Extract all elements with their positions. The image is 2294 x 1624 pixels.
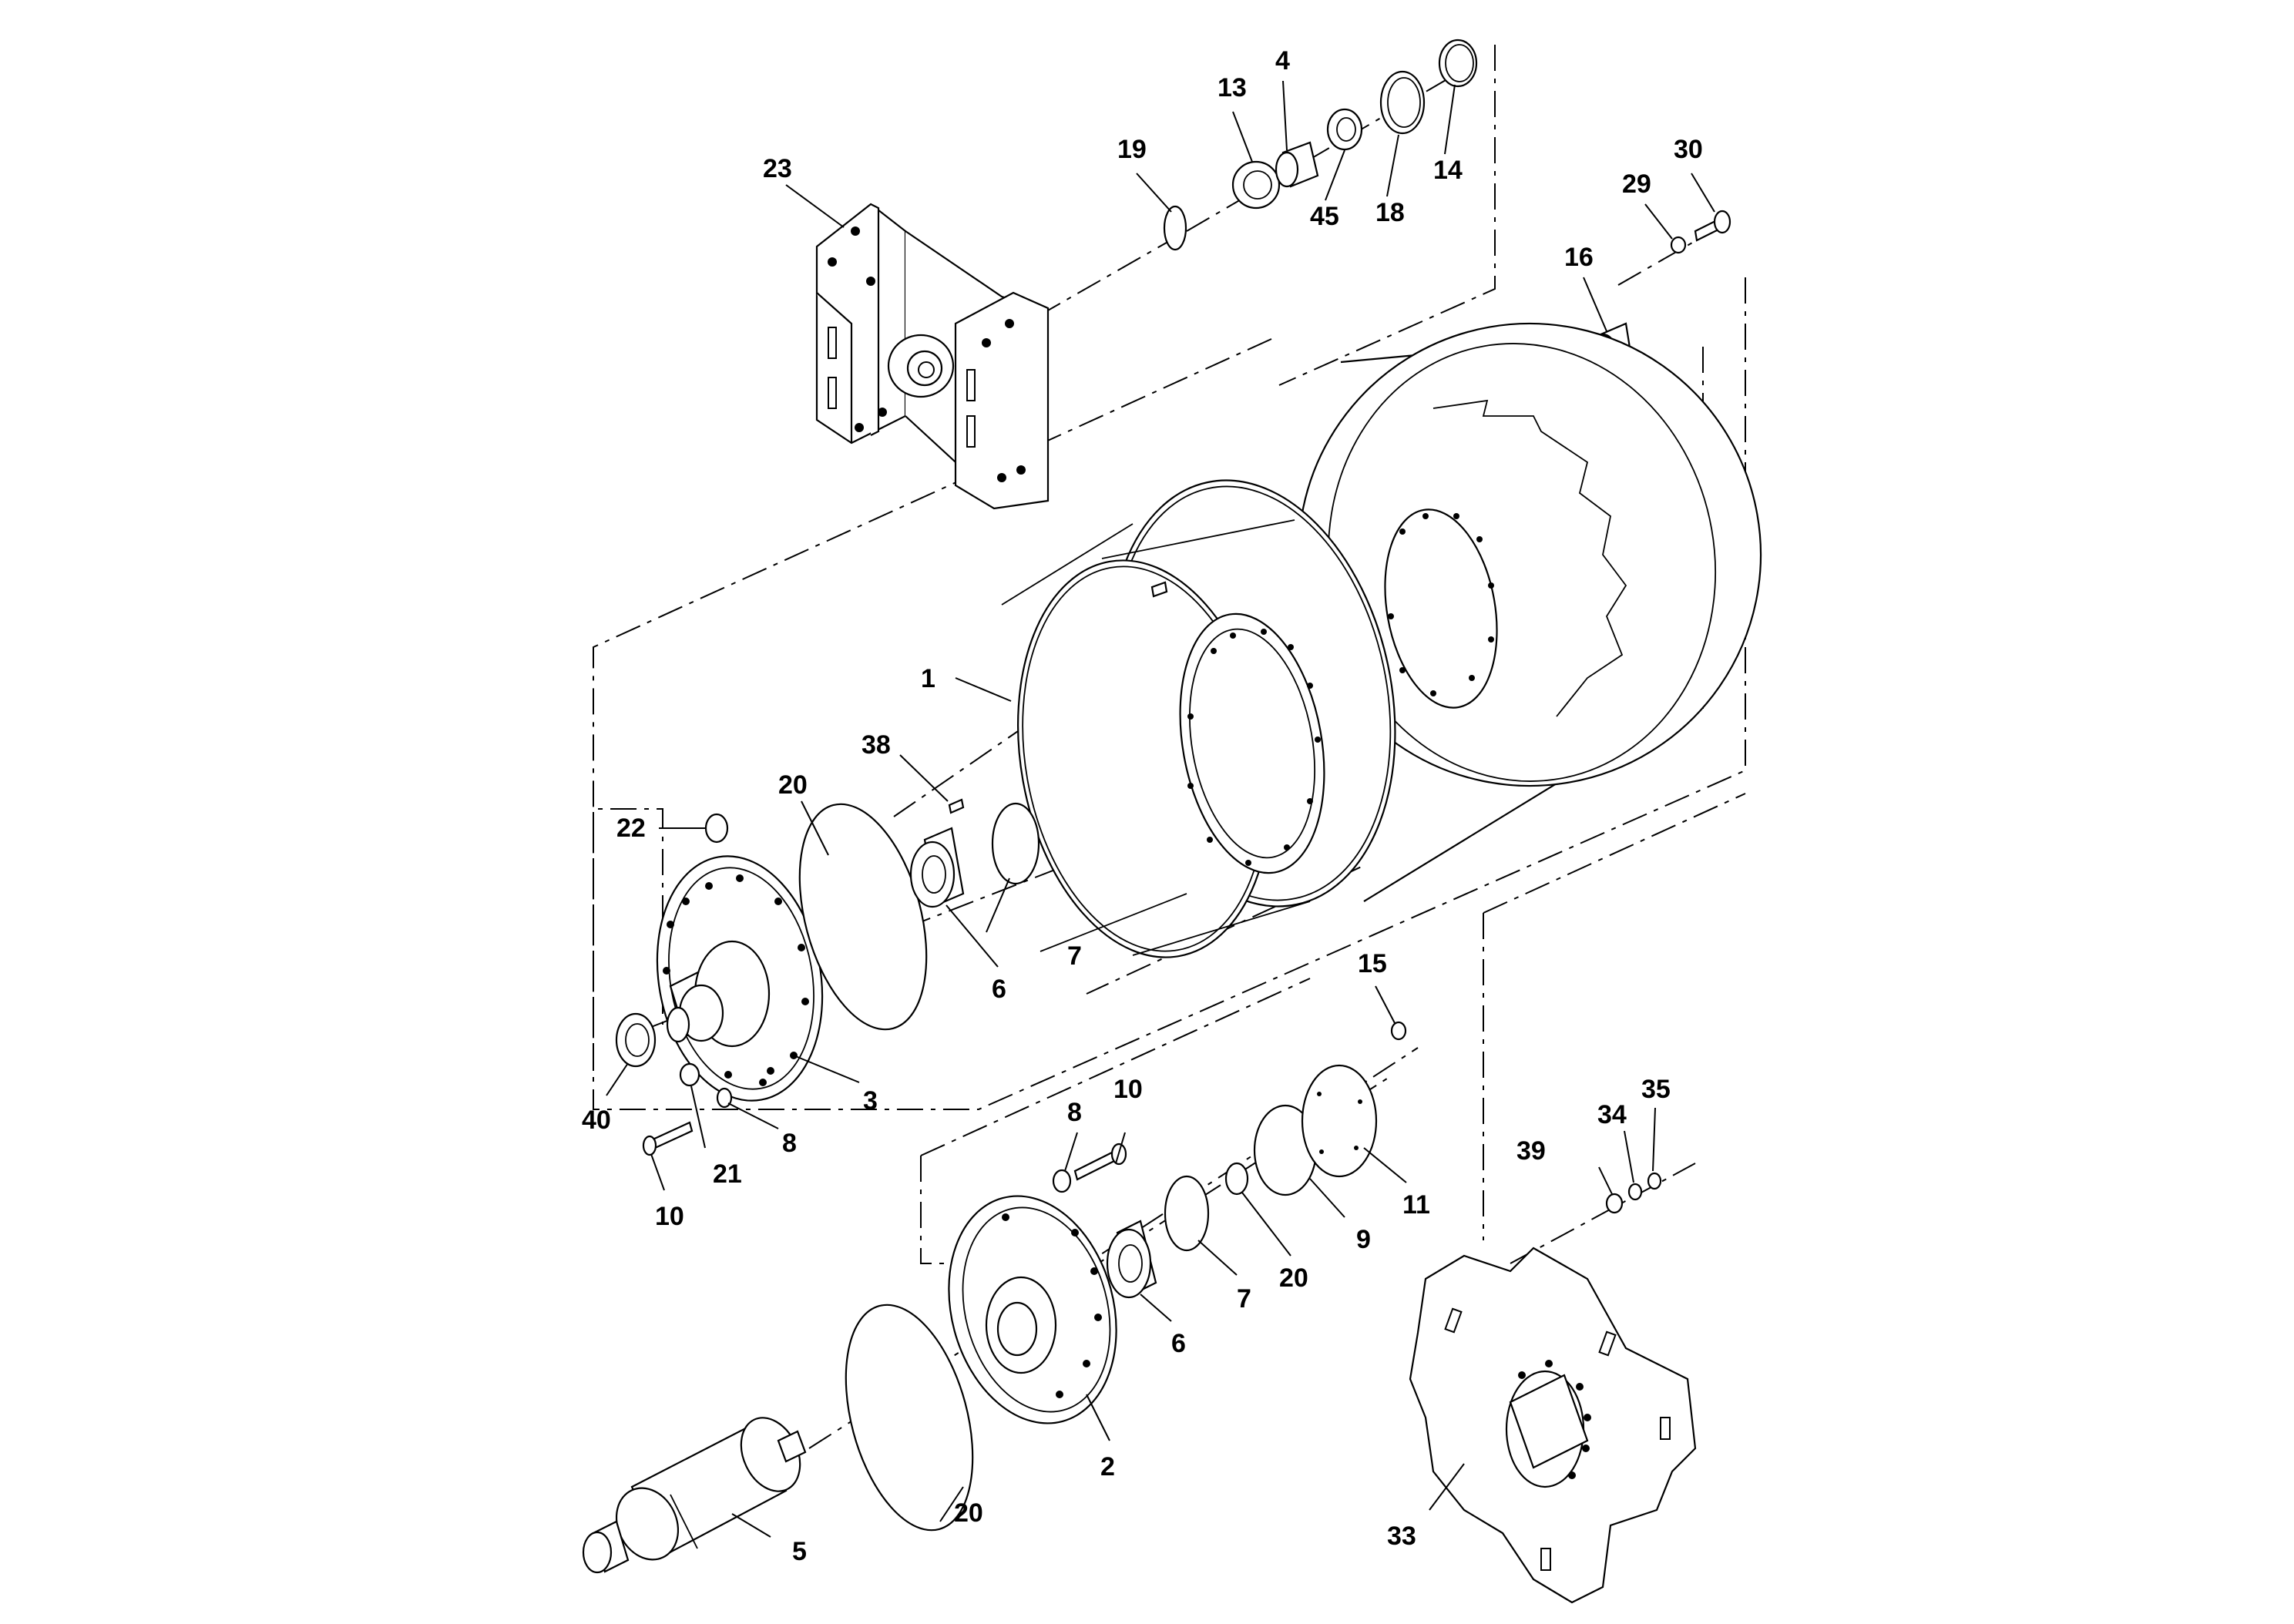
bolt-30 <box>1694 210 1731 242</box>
callout-5: 5 <box>792 1537 807 1566</box>
callout-14: 14 <box>1433 156 1463 185</box>
washer-29 <box>1670 236 1687 254</box>
mounting-bracket <box>815 203 1050 510</box>
callout-8-lower: 8 <box>1067 1098 1082 1127</box>
callout-3: 3 <box>863 1086 878 1116</box>
callout-22: 22 <box>616 814 646 843</box>
callout-19: 20 <box>1279 1263 1308 1293</box>
bearing-15 <box>1231 160 1281 210</box>
nut-21 <box>679 1062 700 1087</box>
bearing-6a <box>909 827 965 908</box>
callout-2: 2 <box>1100 1452 1115 1481</box>
washer-8b <box>1052 1169 1072 1193</box>
seal-40 <box>615 1012 657 1068</box>
callout-15: 13 <box>1218 73 1247 102</box>
plug-22 <box>704 813 729 844</box>
circlip-7b <box>1164 1175 1210 1252</box>
lower-envelope-top <box>920 978 1311 1156</box>
flange-hub-3 <box>656 855 824 1102</box>
circlip-7a <box>991 802 1040 885</box>
callout-13: 15 <box>1358 949 1387 978</box>
callout-4: 4 <box>1275 46 1290 75</box>
callout-34: 34 <box>1597 1100 1627 1129</box>
callout-6-lower: 6 <box>1171 1329 1186 1358</box>
oring-19 <box>1224 1162 1249 1196</box>
bushing-4 <box>1275 141 1319 188</box>
callout-11: 11 <box>1402 1190 1430 1220</box>
callout-40: 40 <box>582 1106 611 1135</box>
washer-34 <box>1627 1183 1643 1201</box>
ring-17 <box>1379 70 1426 135</box>
ring-14 <box>1438 39 1478 88</box>
hydraulic-motor-5 <box>582 1417 807 1574</box>
callout-33: 33 <box>1387 1522 1416 1551</box>
callout-23: 23 <box>763 154 792 183</box>
bolt-10a <box>642 1121 694 1156</box>
washer-39 <box>1605 1193 1624 1214</box>
callout-16: 16 <box>1564 243 1594 272</box>
main-envelope <box>593 277 1746 1110</box>
bearing-6b <box>1106 1220 1157 1299</box>
oring-20a <box>798 803 928 1031</box>
callout-21: 21 <box>713 1159 742 1189</box>
callout-6-upper: 6 <box>992 975 1006 1004</box>
callout-38: 38 <box>862 730 891 760</box>
washer-axis <box>1510 1163 1696 1264</box>
oring-20b <box>845 1304 974 1532</box>
screw-13 <box>1390 1021 1407 1041</box>
callout-20-lower: 20 <box>954 1498 983 1528</box>
callout-9: 9 <box>1356 1225 1371 1254</box>
leader-lines <box>606 80 1715 1538</box>
callout-labels: 23 19 13 4 45 18 14 29 30 16 1 38 20 22 … <box>582 46 1703 1566</box>
callout-20-upper: 20 <box>778 770 808 800</box>
callout-10-lower: 10 <box>1113 1075 1143 1104</box>
callout-35: 35 <box>1641 1075 1671 1104</box>
callout-7-upper: 7 <box>1067 941 1082 971</box>
bolt-10b <box>1073 1143 1127 1181</box>
callout-10-upper: 10 <box>655 1202 684 1231</box>
pin-38 <box>948 798 965 814</box>
flange-hub-2 <box>948 1195 1117 1424</box>
callout-29: 29 <box>1622 169 1651 199</box>
callout-18: 19 <box>1117 135 1147 164</box>
mounting-plate-33 <box>1409 1247 1697 1604</box>
callout-17: 18 <box>1375 198 1405 227</box>
lower-envelope <box>920 1156 959 1264</box>
cover-11 <box>1301 1064 1378 1178</box>
washer-8a <box>716 1087 733 1109</box>
seal-45 <box>1326 108 1363 151</box>
nut-35 <box>1647 1172 1662 1190</box>
callout-39: 39 <box>1516 1136 1546 1166</box>
callout-7-lower: 7 <box>1237 1284 1251 1314</box>
right-envelope-link <box>1483 793 1746 914</box>
drum-shell-1 <box>1001 322 1762 958</box>
callout-8-upper: 8 <box>782 1129 797 1158</box>
retaining-ring-18 <box>1163 205 1187 251</box>
callout-1: 1 <box>921 664 935 693</box>
callout-30: 30 <box>1674 135 1703 164</box>
callout-45: 45 <box>1310 202 1339 231</box>
upper-envelope <box>1278 45 1496 386</box>
